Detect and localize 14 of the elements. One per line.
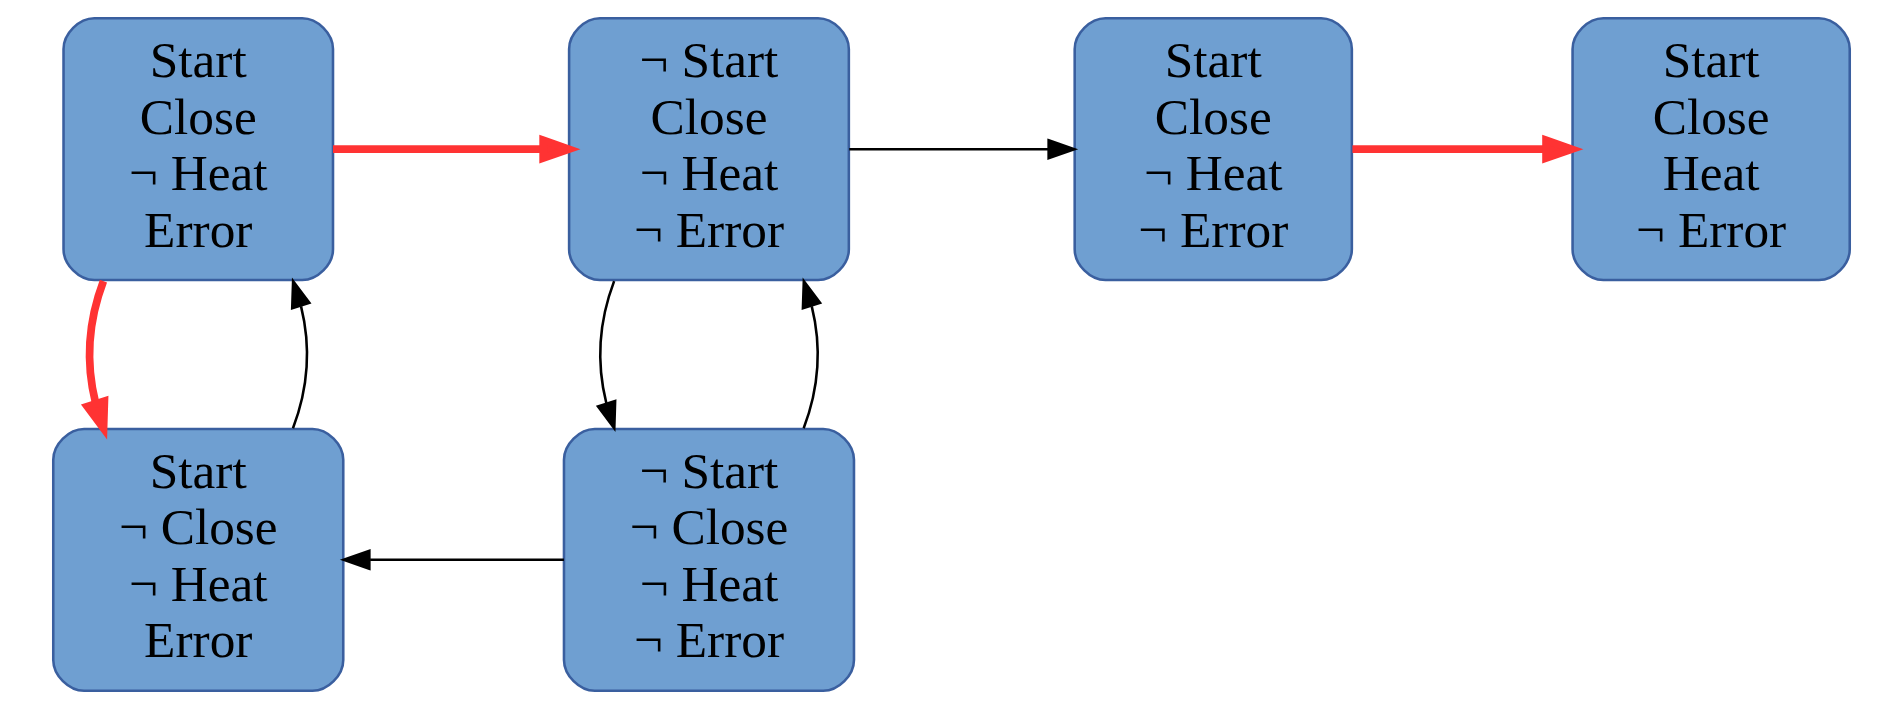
node-box: Start ¬ Close ¬ Heat Error (51, 427, 345, 692)
node-box: Start Close ¬ Heat Error (61, 17, 334, 282)
arrow (595, 280, 616, 432)
arrow (339, 549, 564, 571)
arrow (332, 134, 580, 164)
arrow (80, 279, 108, 440)
node-box: ¬ Start Close ¬ Heat ¬ Error (567, 17, 850, 282)
arrow (290, 277, 311, 429)
arrow (1351, 134, 1583, 164)
arrow (848, 138, 1078, 160)
node-box: Start Close ¬ Heat ¬ Error (1072, 17, 1353, 282)
node-box: Start Close Heat ¬ Error (1570, 17, 1851, 282)
node-box: ¬ Start ¬ Close ¬ Heat ¬ Error (562, 427, 855, 692)
arrow (801, 277, 822, 429)
